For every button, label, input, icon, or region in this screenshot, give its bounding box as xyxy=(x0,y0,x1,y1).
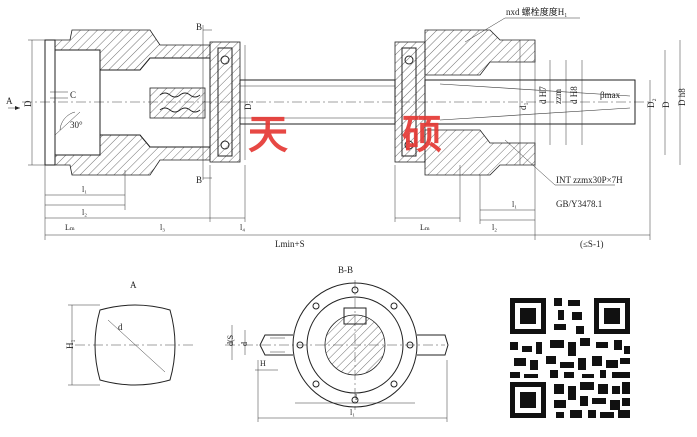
section-mark-top: B xyxy=(196,22,202,32)
view-bb-title: B-B xyxy=(338,265,353,275)
dim-dH8: d H8 xyxy=(569,86,579,104)
bb-hub xyxy=(324,314,386,376)
dim-D1-flange: D₁ xyxy=(243,100,253,110)
watermark-char-1: 天 xyxy=(248,111,288,158)
dim-beta-max: βmax xyxy=(600,90,621,100)
dim-lm-right: Lₘ xyxy=(420,223,430,232)
dim-Dh8: D h8 xyxy=(677,88,687,106)
dim-dH7: d H7 xyxy=(538,86,548,104)
dim-D2-right: D₂ xyxy=(646,98,656,108)
bb-outer-circle xyxy=(292,282,418,408)
stroke-label: (≤S-1) xyxy=(580,239,603,249)
dim-H-small: H xyxy=(260,359,266,368)
dim-dS: d(S xyxy=(226,335,235,346)
view-a-arrow-label: A xyxy=(6,96,13,106)
dim-l2: l₂ xyxy=(82,208,87,217)
dim-d-small: d xyxy=(240,342,249,346)
dim-l-lower: l xyxy=(355,393,358,402)
watermark-char-2: 硕 xyxy=(402,111,442,158)
dim-D-left: D xyxy=(23,100,33,107)
dim-H1: H₁ xyxy=(65,339,75,349)
left-cross xyxy=(149,87,206,119)
dim-l3: l₃ xyxy=(160,223,165,232)
view-bb xyxy=(225,280,449,422)
view-a-outline xyxy=(94,304,176,386)
dim-l1-right: l₁ xyxy=(512,200,517,209)
angle-label: 30° xyxy=(70,120,83,130)
view-a-title: A xyxy=(130,280,137,290)
dim-d1-bore: d₁ xyxy=(518,102,528,110)
chamfer-label: C xyxy=(70,90,76,100)
right-flange xyxy=(394,41,426,163)
dim-l1-lower: l₁ xyxy=(350,408,355,417)
qr-code-icon xyxy=(510,298,630,418)
dim-D-right: D xyxy=(661,101,671,108)
dim-l1: l₁ xyxy=(82,185,87,194)
left-flange xyxy=(209,41,241,163)
dim-l2-right: l₂ xyxy=(492,223,497,232)
total-length-label: Lmin+S xyxy=(275,239,305,249)
standard-ref: GB/Y3478.1 xyxy=(556,199,602,209)
dim-lm-left: Lₘ xyxy=(65,223,75,232)
view-a xyxy=(68,304,195,386)
section-mark-bottom: B xyxy=(196,175,202,185)
right-yoke xyxy=(424,29,536,76)
main-assembly-view xyxy=(8,17,681,240)
dim-zzm: zzm xyxy=(553,89,563,104)
dim-d-diag: d xyxy=(118,322,123,332)
spline-spec: INT zzmx30P×7H xyxy=(556,175,623,185)
dim-l4: l₄ xyxy=(240,223,245,232)
bolt-note: nxd 螺栓度度H₁ xyxy=(506,6,567,17)
